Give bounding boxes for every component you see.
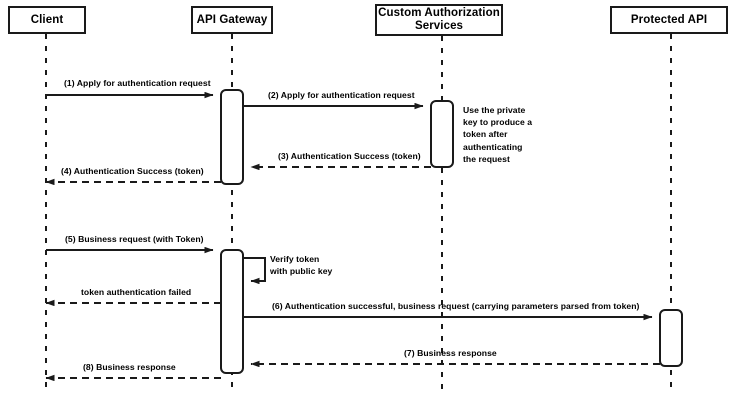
message-label-7: (7) Business response	[404, 348, 497, 358]
message-arrows	[45, 91, 660, 382]
note-line-1: Use the private	[463, 105, 526, 115]
message-label-1: (1) Apply for authentication request	[64, 78, 211, 88]
message-label-5: (5) Business request (with Token)	[65, 234, 204, 244]
participant-custom-authorization-services[interactable]: Custom Authorization Services	[375, 4, 503, 36]
message-label-8: (8) Business response	[83, 362, 176, 372]
message-label-token-authentication-failed: token authentication failed	[81, 287, 192, 297]
participant-custom-authorization-services-label: Custom Authorization Services	[378, 7, 500, 32]
participant-api-gateway[interactable]: API Gateway	[191, 6, 273, 34]
activation-custom-authorization-services-1	[430, 100, 454, 168]
self-message-label-verify-token: Verify token with public key	[270, 253, 332, 278]
note-line-3: token after	[463, 129, 508, 140]
message-label-3: (3) Authentication Success (token)	[278, 151, 421, 161]
note-line-4: authenticating	[463, 141, 523, 152]
note-line-2: key to produce a	[463, 117, 533, 128]
self-message-line-1: Verify token	[270, 254, 320, 264]
activation-bars	[220, 89, 683, 374]
message-label-2: (2) Apply for authentication request	[268, 90, 415, 100]
participant-client-label: Client	[30, 13, 64, 26]
activation-api-gateway-1	[220, 89, 244, 185]
message-label-4: (4) Authentication Success (token)	[61, 166, 204, 176]
activation-api-gateway-2	[220, 249, 244, 374]
participant-client[interactable]: Client	[8, 6, 86, 34]
participant-api-gateway-label: API Gateway	[196, 13, 268, 26]
message-label-6: (6) Authentication successful, business …	[272, 301, 640, 311]
note-private-key: Use the private key to produce a token a…	[463, 104, 558, 165]
activation-protected-api-1	[659, 309, 683, 367]
self-message-line-2: with public key	[270, 266, 333, 277]
participant-protected-api-label: Protected API	[630, 13, 708, 26]
participant-protected-api[interactable]: Protected API	[610, 6, 728, 34]
arrow-self-message-verify-token	[243, 257, 266, 285]
note-line-5: the request	[463, 153, 510, 164]
lifelines	[45, 34, 672, 394]
